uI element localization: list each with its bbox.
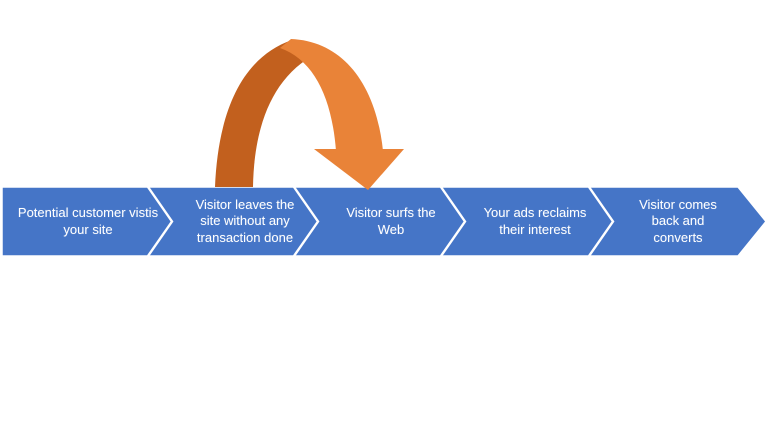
divider-2	[293, 186, 320, 257]
divider-4	[588, 186, 615, 257]
chevron-dividers	[147, 186, 615, 257]
loop-arrow-head	[314, 149, 404, 190]
chevron-bar	[1, 186, 767, 257]
loop-arrow-front-limb	[280, 39, 383, 151]
divider-3	[440, 186, 467, 257]
curved-loop-arrow-icon	[215, 39, 404, 190]
divider-1	[147, 186, 174, 257]
loop-arrow-back-limb	[215, 40, 324, 187]
